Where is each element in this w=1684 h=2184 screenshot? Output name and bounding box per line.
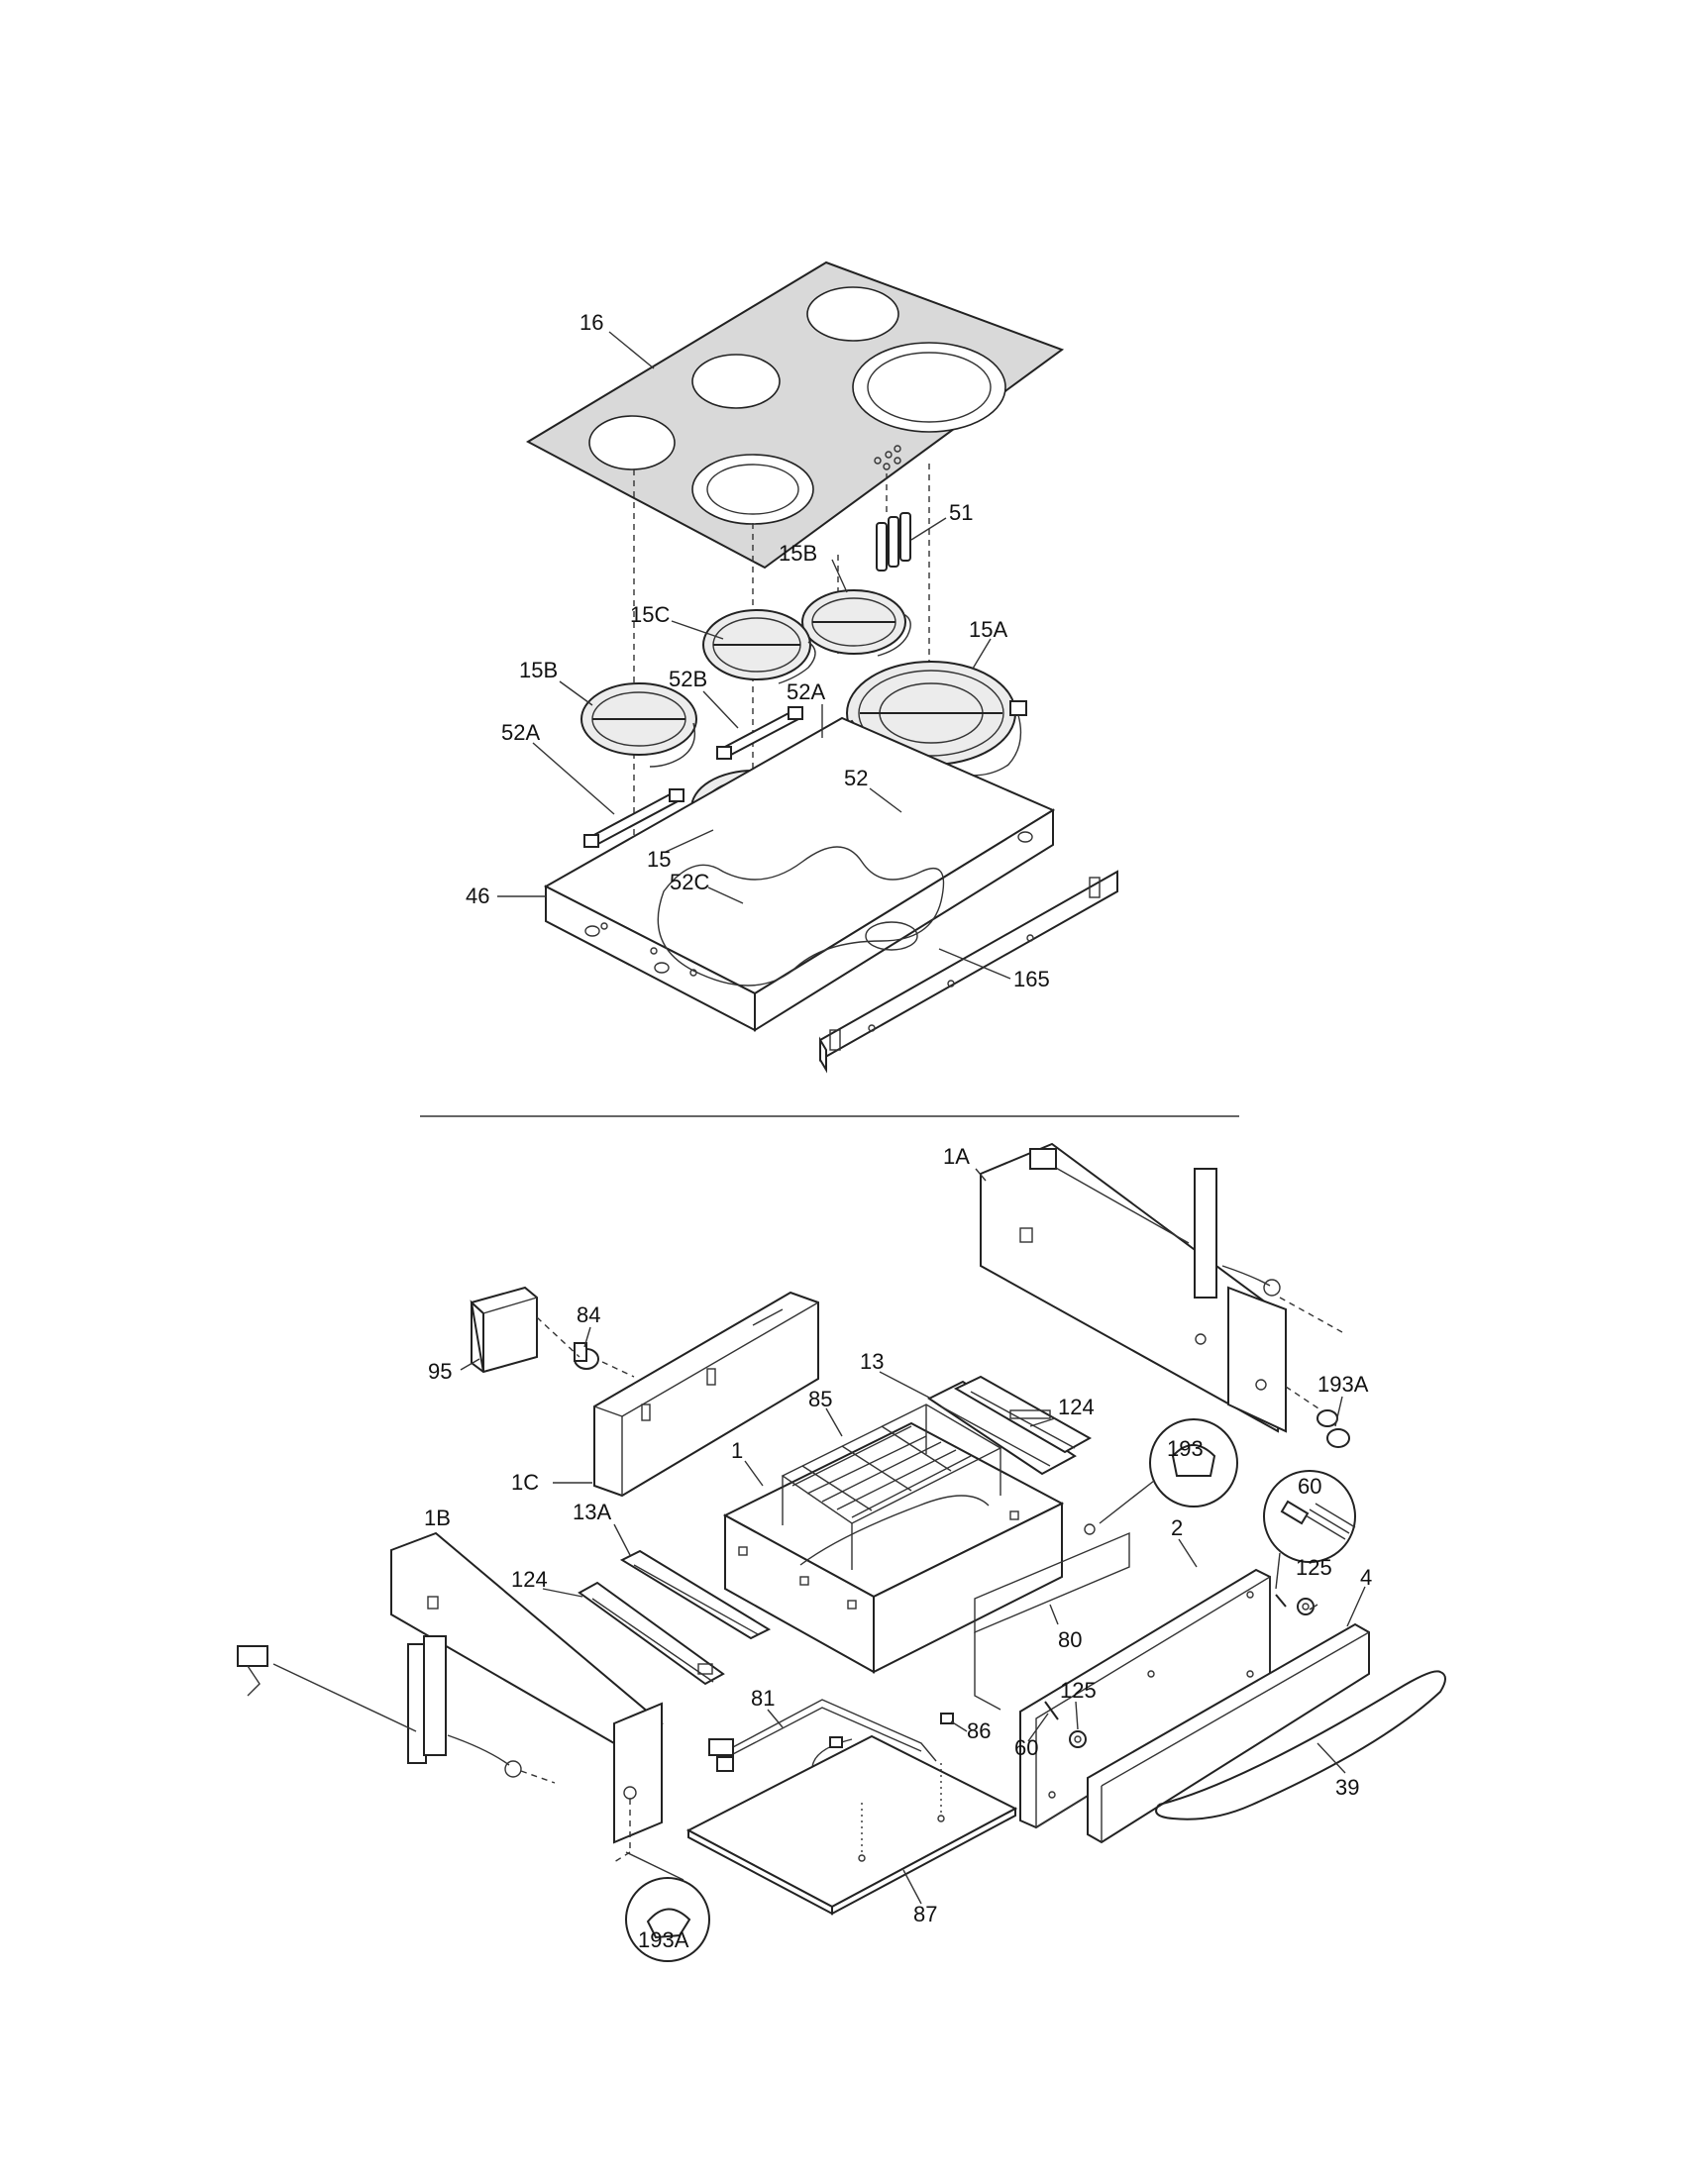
washer-125-right (1297, 1598, 1315, 1615)
wiring-cover-95 (470, 1286, 538, 1374)
callout-124-left: 124 (511, 1567, 548, 1592)
heating-element-81 (708, 1699, 937, 1795)
callout-15c: 15C (630, 602, 670, 627)
drawer-front-panel-4 (1087, 1622, 1370, 1844)
callout-1: 1 (731, 1438, 743, 1463)
detail-circle-193 (1084, 1418, 1238, 1535)
callout-1a: 1A (943, 1144, 970, 1169)
callout-124-right: 124 (1058, 1395, 1095, 1419)
callout-193: 193 (1167, 1436, 1204, 1461)
callout-52c: 52C (670, 870, 709, 894)
cooktop-assembly: 16 51 15B 15C 15A 15B 52B 52A 52A 52 15 … (466, 260, 1118, 1074)
radiant-element-15b-left (580, 682, 697, 768)
top-leader-lines (497, 331, 1011, 980)
gasket-80 (974, 1531, 1130, 1711)
callout-13a: 13A (573, 1500, 611, 1524)
screw-60-lower (1044, 1701, 1059, 1720)
callout-15a: 15A (969, 617, 1007, 642)
callout-60-lower: 60 (1014, 1735, 1038, 1760)
callout-52a-right: 52A (787, 679, 825, 704)
top-callout-labels: 16 51 15B 15C 15A 15B 52B 52A 52A 52 15 … (466, 310, 1050, 991)
glass-cooktop-part (525, 260, 1065, 570)
callout-193a-left: 193A (638, 1927, 689, 1952)
washer-125-lower (1069, 1730, 1087, 1748)
drawer-handle-39 (1155, 1670, 1446, 1820)
infinite-switch-part (876, 512, 911, 572)
callout-52b: 52B (669, 667, 707, 691)
side-panel-1a (980, 1142, 1343, 1433)
element-bracket-52b (716, 706, 803, 760)
drawer-slide-13a (619, 1549, 772, 1640)
callout-87: 87 (913, 1902, 937, 1926)
drawer-slide-13 (927, 1380, 1077, 1476)
callout-16: 16 (579, 310, 603, 335)
main-top-box-part (543, 716, 1056, 1032)
side-panel-1b (237, 1531, 664, 1844)
warming-rack-85 (781, 1404, 1002, 1570)
callout-2: 2 (1171, 1515, 1183, 1540)
radiant-element-15c (702, 609, 816, 684)
callout-125-lower: 125 (1060, 1678, 1097, 1703)
bottom-leader-lines (460, 1168, 1366, 1905)
callout-165: 165 (1013, 967, 1050, 991)
drawer-slide-124-right (953, 1375, 1093, 1454)
callout-52a-left: 52A (501, 720, 540, 745)
bottom-callout-labels: 1A 84 95 13 124 85 193A 1 1C 193 60 1B 1… (424, 1144, 1372, 1952)
radiant-element-15b-rear (801, 589, 911, 657)
drawer-slide-124-left (578, 1581, 725, 1686)
callout-15: 15 (647, 847, 671, 872)
front-trim-part (819, 870, 1118, 1074)
callout-86: 86 (967, 1718, 991, 1743)
callout-80: 80 (1058, 1627, 1082, 1652)
callout-51: 51 (949, 500, 973, 525)
detail-circle-60 (1263, 1470, 1356, 1590)
rear-panel-1c (593, 1291, 819, 1498)
callout-46: 46 (466, 884, 489, 908)
drawer-pan-1 (722, 1421, 1065, 1674)
callout-1b: 1B (424, 1506, 451, 1530)
detail-circle-193a-left (625, 1851, 710, 1962)
callout-95: 95 (428, 1359, 452, 1384)
callout-13: 13 (860, 1349, 884, 1374)
plug-193a-right (1326, 1428, 1350, 1448)
callout-85: 85 (808, 1387, 832, 1411)
screw-60-right (1275, 1594, 1287, 1608)
callout-81: 81 (751, 1686, 775, 1711)
callout-4: 4 (1360, 1565, 1372, 1590)
callout-52: 52 (844, 766, 868, 790)
bottom-pan-87 (685, 1734, 1018, 1916)
callout-15b-left: 15B (519, 658, 558, 682)
callout-84: 84 (577, 1302, 600, 1327)
callout-39: 39 (1335, 1775, 1359, 1800)
warmer-drawer-assembly: 1A 84 95 13 124 85 193A 1 1C 193 60 1B 1… (237, 1142, 1446, 1962)
callout-15b-rear: 15B (779, 541, 817, 566)
callout-60-detail: 60 (1298, 1474, 1321, 1499)
callout-1c: 1C (511, 1470, 539, 1495)
receptacle-84 (574, 1342, 599, 1370)
callout-125-right: 125 (1296, 1555, 1332, 1580)
element-bracket-52a-left (583, 788, 684, 848)
callout-193a-right: 193A (1317, 1372, 1369, 1397)
